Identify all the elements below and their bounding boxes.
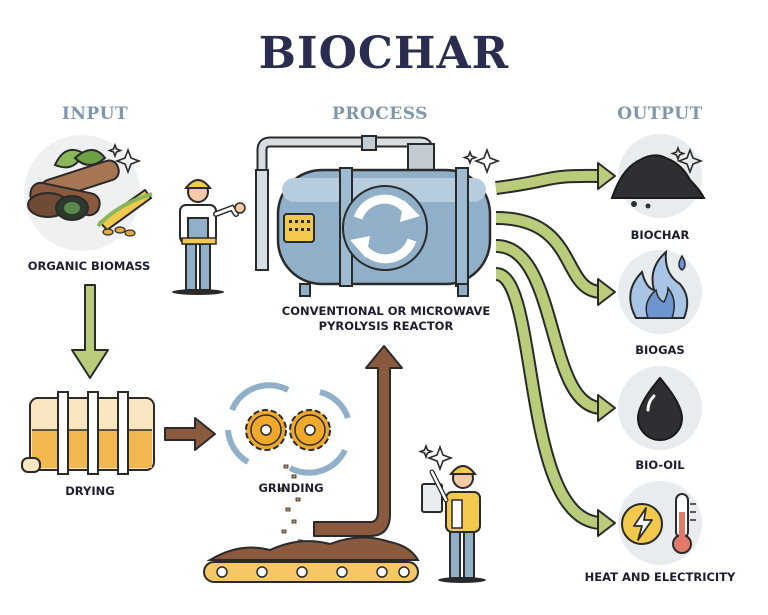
section-output: OUTPUT	[617, 104, 703, 124]
label-heat-electricity: HEAT AND ELECTRICITY	[584, 570, 736, 584]
label-grinding: GRINDING	[258, 481, 324, 495]
dryer-icon	[21, 391, 155, 475]
flame-icon	[618, 249, 702, 334]
label-biogas: BIOGAS	[635, 343, 685, 357]
output-arrow-bio-oil	[495, 239, 616, 422]
worker-icon	[172, 179, 246, 295]
label-reactor: CONVENTIONAL OR MICROWAVE PYROLYSIS REAC…	[281, 304, 491, 333]
heat-electricity-icon	[618, 481, 702, 565]
label-organic-biomass: ORGANIC BIOMASS	[27, 259, 151, 273]
section-process: PROCESS	[332, 104, 428, 124]
arrow-to-grinding	[164, 417, 216, 451]
sparkle-icon	[107, 142, 142, 175]
conveyor-belt-icon	[203, 536, 420, 583]
label-bio-oil: BIO-OIL	[635, 458, 685, 472]
arrow-to-reactor	[313, 345, 403, 537]
recycle-arrows-icon	[342, 185, 428, 271]
sparkle-icon	[418, 443, 454, 472]
pyrolysis-reactor-icon	[255, 135, 492, 297]
worker-icon	[421, 465, 486, 583]
output-arrow-heat	[494, 267, 616, 537]
biochar-pile-icon	[610, 134, 706, 218]
thermometer-icon	[672, 493, 696, 554]
label-biochar: BIOCHAR	[630, 228, 690, 242]
arrow-to-drying	[71, 284, 109, 379]
grinder-icon	[225, 382, 351, 544]
oil-drop-icon	[618, 366, 702, 450]
gear-icon	[289, 409, 331, 451]
page-title: BIOCHAR	[258, 28, 510, 79]
gear-icon	[245, 409, 287, 451]
sparkle-icon	[670, 145, 704, 175]
sparkle-icon	[462, 147, 501, 175]
output-arrow-biochar	[495, 162, 616, 195]
organic-biomass-icon	[24, 135, 153, 251]
label-drying: DRYING	[65, 484, 115, 498]
output-arrow-biogas	[495, 211, 616, 306]
section-input: INPUT	[61, 104, 129, 124]
lightning-icon	[621, 503, 663, 545]
